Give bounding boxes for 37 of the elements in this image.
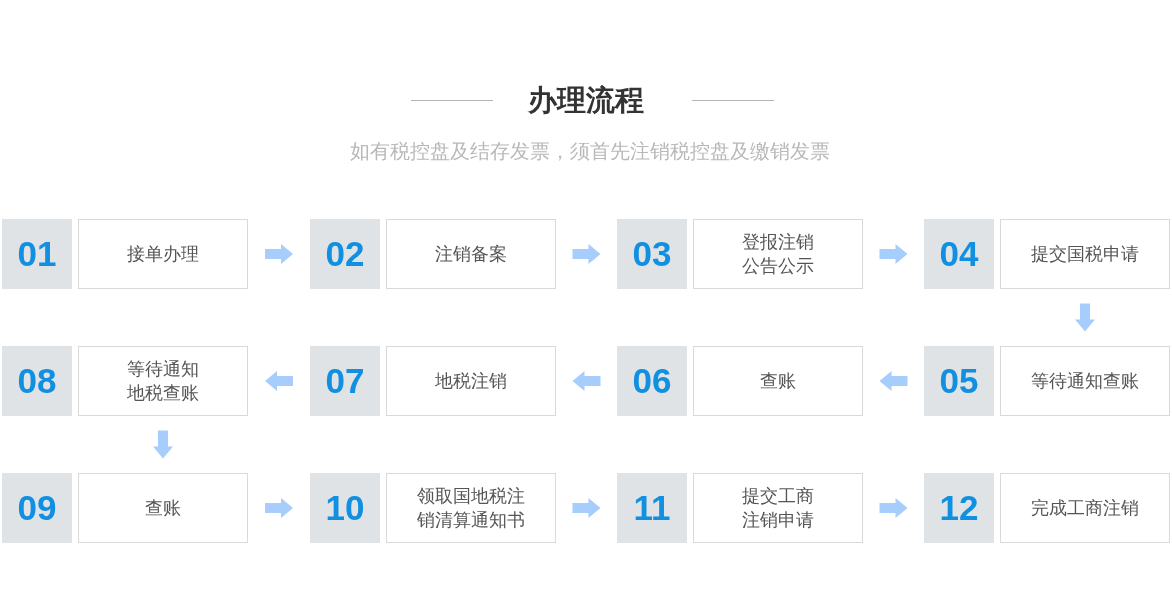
number-box: 09 <box>2 473 72 543</box>
number-box: 05 <box>924 346 994 416</box>
number-box: 02 <box>310 219 380 289</box>
step-box: 地税注销 <box>386 346 556 416</box>
number-box: 03 <box>617 219 687 289</box>
step-box: 接单办理 <box>78 219 248 289</box>
arrow <box>265 371 293 391</box>
number-box: 06 <box>617 346 687 416</box>
number-box: 12 <box>924 473 994 543</box>
subtitle: 如有税控盘及结存发票，须首先注销税控盘及缴销发票 <box>350 138 830 164</box>
arrow <box>1075 303 1095 332</box>
arrow <box>572 244 601 264</box>
number-box: 08 <box>2 346 72 416</box>
step-box: 查账 <box>693 346 863 416</box>
arrow <box>879 244 908 264</box>
arrow <box>572 498 601 518</box>
number-box: 04 <box>924 219 994 289</box>
step-box: 领取国地税注销清算通知书 <box>386 473 556 543</box>
step-box: 等待通知查账 <box>1000 346 1170 416</box>
arrow <box>153 430 173 459</box>
heading: 办理流程 <box>528 82 644 118</box>
arrow <box>572 371 601 391</box>
number-box: 10 <box>310 473 380 543</box>
step-box: 完成工商注销 <box>1000 473 1170 543</box>
arrow <box>265 498 293 518</box>
arrow <box>879 498 908 518</box>
step-box: 提交工商注销申请 <box>693 473 863 543</box>
step-box: 注销备案 <box>386 219 556 289</box>
step-box: 查账 <box>78 473 248 543</box>
number-box: 01 <box>2 219 72 289</box>
number-box: 07 <box>310 346 380 416</box>
number-box: 11 <box>617 473 687 543</box>
step-box: 提交国税申请 <box>1000 219 1170 289</box>
step-box: 等待通知地税查账 <box>78 346 248 416</box>
step-box: 登报注销公告公示 <box>693 219 863 289</box>
arrow <box>265 244 293 264</box>
arrow <box>879 371 908 391</box>
